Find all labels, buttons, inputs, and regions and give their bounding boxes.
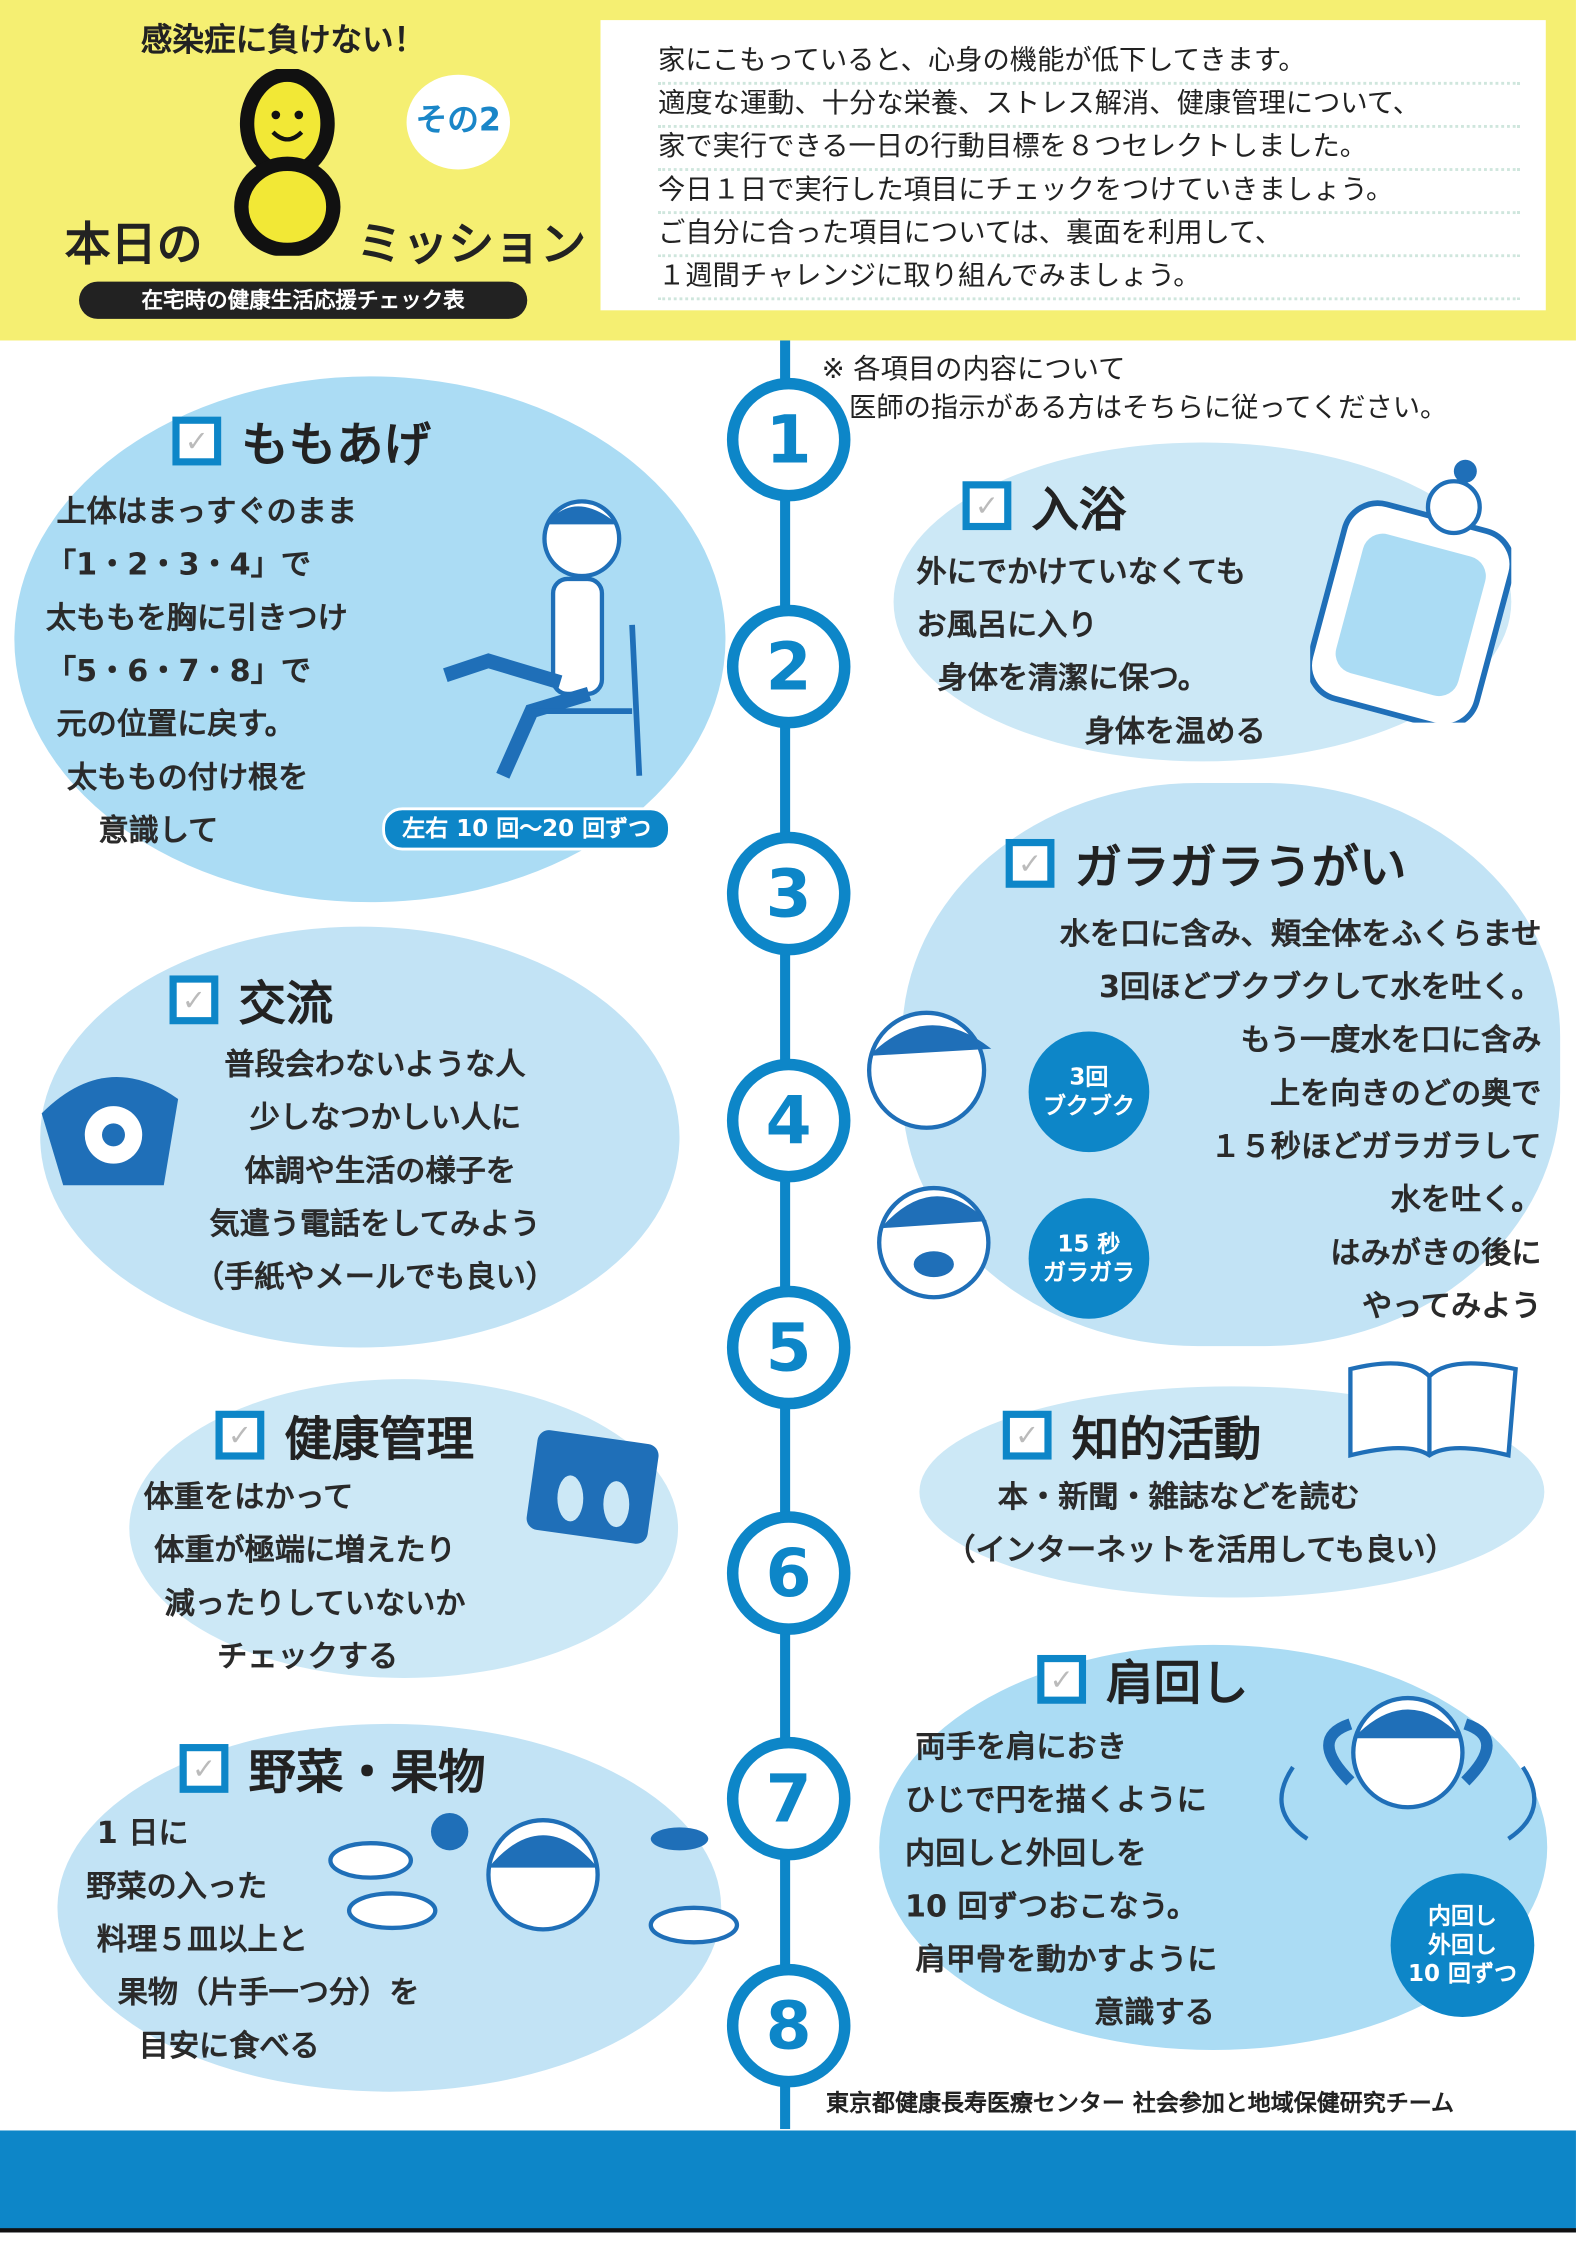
title-left: 本日の	[64, 216, 203, 272]
item-text: 本・新聞・雑誌などを読む （インターネットを活用しても良い）	[945, 1479, 1456, 1568]
checkbox[interactable]: ✓	[962, 481, 1012, 531]
intro-box: 家にこもっていると、心身の機能が低下してきます。 適度な運動、十分な栄養、ストレ…	[600, 20, 1546, 311]
item-title: 知的活動	[1071, 1410, 1262, 1467]
checkbox[interactable]: ✓	[179, 1744, 229, 1793]
step-number-3: 3	[726, 831, 851, 956]
checkbox[interactable]: ✓	[1005, 838, 1055, 888]
item-intellect: ✓ 知的活動	[1002, 1401, 1262, 1470]
note-line: 医師の指示がある方はそちらに従ってください。	[821, 392, 1448, 424]
intro-line: ご自分に合った項目については、裏面を利用して、	[657, 213, 1520, 258]
item-title: ももあげ	[241, 416, 431, 473]
intro-line: １週間チャレンジに取り組んでみましょう。	[657, 256, 1520, 301]
step-number-6: 6	[726, 1511, 851, 1635]
item-momoage: ✓ ももあげ	[172, 407, 431, 476]
shoulder-rotation-person-icon	[1279, 1695, 1537, 1841]
credit: 東京都健康長寿医療センター 社会参加と地域保健研究チーム	[826, 2088, 1454, 2117]
open-book-icon	[1348, 1361, 1518, 1459]
garagara-badge: 15 秒 ガラガラ	[1028, 1198, 1150, 1319]
title-right: ミッション	[356, 216, 587, 272]
timeline-line	[780, 340, 791, 2130]
item-text: 普段会わないような人 少しなつかしい人に 体調や生活の様子を 気遣う電話をしてみ…	[193, 1047, 556, 1295]
item-text: 両手を肩におき ひじで円を描くように 内回しと外回しを 10 回ずつおこなう。 …	[905, 1729, 1218, 2030]
step-number-4: 4	[726, 1058, 851, 1183]
checkbox[interactable]: ✓	[1002, 1410, 1052, 1460]
checkbox[interactable]: ✓	[215, 1410, 265, 1460]
intro-line: 家で実行できる一日の行動目標を８つセレクトしました。	[657, 126, 1520, 171]
step-number-7: 7	[726, 1736, 851, 1861]
gargling-person-icon	[866, 1010, 992, 1300]
intro-line: 今日１日で実行した項目にチェックをつけていきましょう。	[657, 170, 1520, 215]
subtitle: 在宅時の健康生活応援チェック表	[79, 281, 528, 319]
item-health: ✓ 健康管理	[215, 1401, 474, 1470]
checkbox[interactable]: ✓	[1037, 1654, 1087, 1704]
item-title: 肩回し	[1106, 1654, 1249, 1711]
item-bath: ✓ 入浴	[962, 471, 1127, 540]
item-exchange: ✓ 交流	[169, 965, 334, 1034]
kicker: 感染症に負けない！	[140, 22, 426, 59]
step-number-8: 8	[726, 1963, 851, 2088]
shoulder-rotation-badge: 内回し 外回し 10 回ずつ	[1390, 1873, 1535, 2017]
item-text: 上体はまっすぐのまま 「1・2・3・4」で 太ももを胸に引きつけ 「5・6・7・…	[45, 494, 357, 848]
item-gargle: ✓ ガラガラうがい	[1005, 829, 1407, 898]
item-text: 1 日に 野菜の入った 料理５皿以上と 果物（片手一つ分）を 目安に食べる	[86, 1815, 420, 2063]
step-number-5: 5	[726, 1285, 851, 1410]
sono2-badge: その2	[406, 74, 510, 170]
item-text: 体重をはかって 体重が極端に増えたり 減ったりしていないか チェックする	[143, 1479, 466, 1674]
intro-line: 家にこもっていると、心身の機能が低下してきます。	[657, 40, 1520, 85]
intro-line: 適度な運動、十分な栄養、ストレス解消、健康管理について、	[657, 83, 1520, 128]
bathtub-icon	[1310, 459, 1512, 723]
item-title: 交流	[238, 975, 334, 1032]
eight-mascot-logo	[234, 68, 341, 256]
note-line: ※ 各項目の内容について	[821, 353, 1126, 386]
food-dishes-icon	[328, 1812, 740, 1945]
step-number-2: 2	[726, 604, 851, 729]
note: ※ 各項目の内容について 医師の指示がある方はそちらに従ってください。	[822, 351, 1448, 429]
item-text: 外にでかけていなくても お風呂に入り 身体を清潔に保つ。 身体を温める	[916, 554, 1266, 749]
repetition-badge: 左右 10 回〜20 回ずつ	[382, 807, 672, 851]
leg-raise-person-icon	[443, 499, 643, 779]
checkbox[interactable]: ✓	[169, 975, 219, 1025]
item-title: 健康管理	[284, 1410, 475, 1467]
item-shoulder: ✓ 肩回し	[1037, 1645, 1248, 1714]
footer-band	[0, 2130, 1576, 2233]
item-text: 水を口に含み、頬全体をふくらませ 3回ほどブクブクして水を吐く。 もう一度水を口…	[1059, 916, 1542, 1324]
step-number-1: 1	[726, 377, 851, 502]
item-vegetable: ✓ 野菜・果物	[179, 1734, 486, 1803]
item-title: 野菜・果物	[248, 1744, 486, 1801]
item-title: 入浴	[1031, 481, 1127, 538]
scale-icon	[526, 1430, 659, 1544]
telephone-icon	[41, 1077, 179, 1186]
item-title: ガラガラうがい	[1074, 838, 1407, 896]
checkbox[interactable]: ✓	[172, 416, 222, 466]
bukubuku-badge: 3回 ブクブク	[1028, 1031, 1150, 1153]
